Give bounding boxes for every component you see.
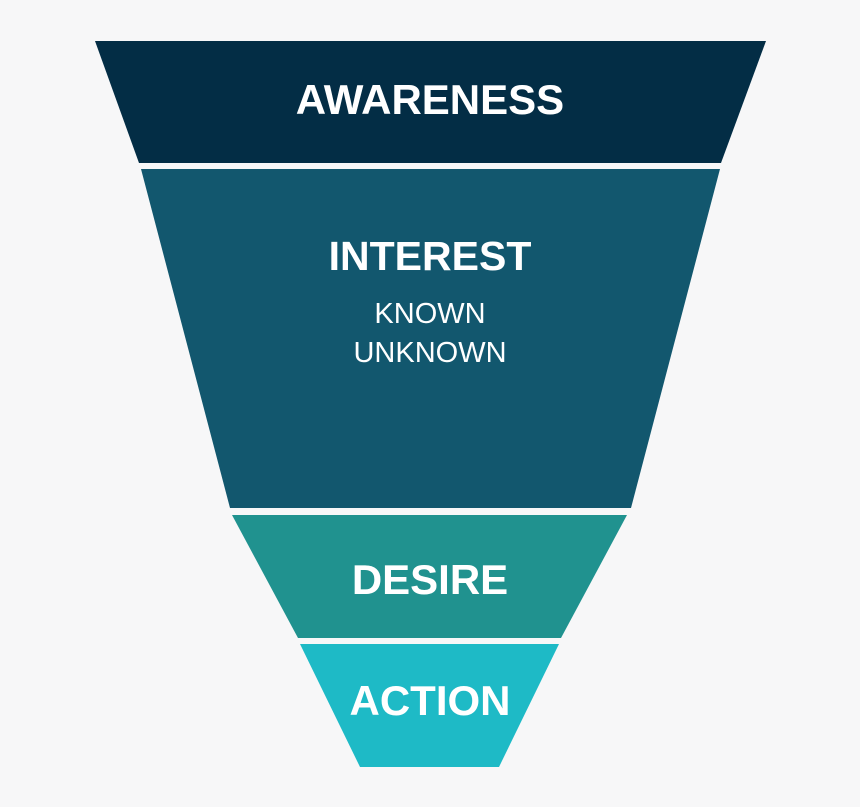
stage-action-band <box>300 644 559 767</box>
stage-desire: DESIRE <box>232 515 627 638</box>
stage-action-label: ACTION <box>350 677 511 724</box>
stage-awareness: AWARENESS <box>95 41 766 163</box>
stage-interest-label: INTEREST <box>329 233 532 279</box>
stage-interest-sub-known: KNOWN <box>374 298 485 330</box>
stage-interest-sub-unknown: UNKNOWN <box>353 337 506 369</box>
stage-interest: INTEREST KNOWN UNKNOWN <box>141 169 720 508</box>
stage-desire-label: DESIRE <box>352 556 508 603</box>
stage-desire-band <box>232 515 627 638</box>
stage-interest-band <box>141 169 720 508</box>
stage-awareness-band <box>95 41 766 163</box>
stage-action: ACTION <box>300 644 559 767</box>
stage-awareness-label: AWARENESS <box>296 76 564 123</box>
